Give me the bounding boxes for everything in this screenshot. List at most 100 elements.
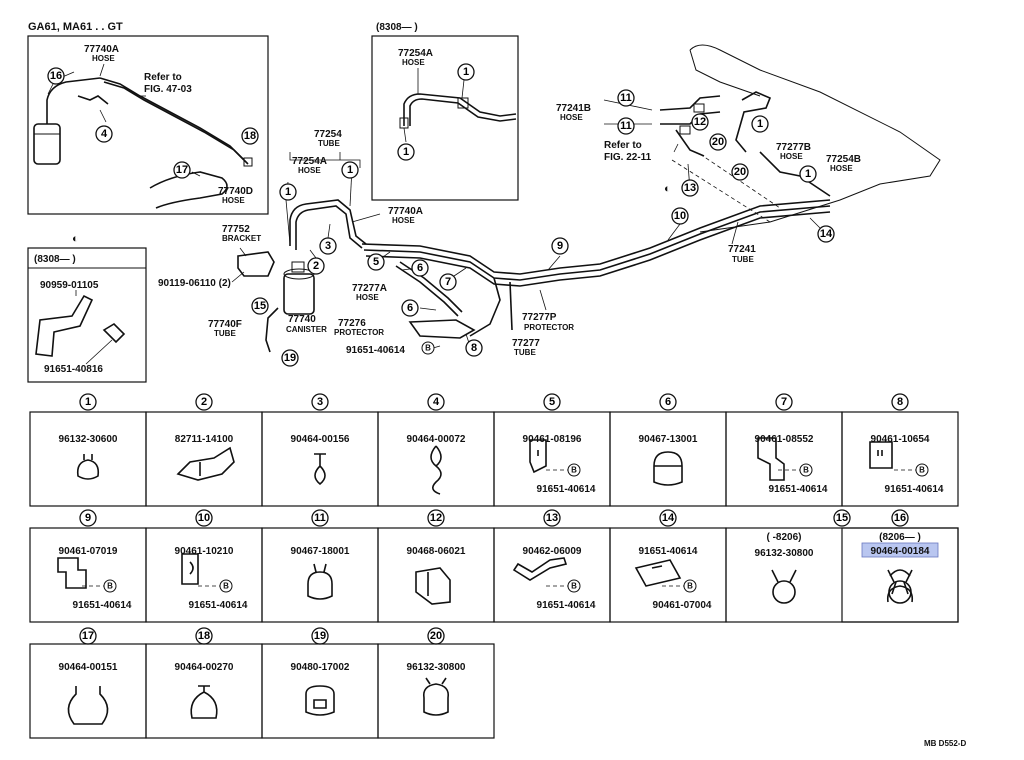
part-3-icon (314, 453, 326, 486)
part-code[interactable]: 96132-30800 (407, 662, 466, 673)
part-code[interactable]: 82711-14100 (175, 434, 234, 445)
part-number-badge: 7 (775, 393, 793, 411)
part-code[interactable]: 90467-13001 (639, 434, 698, 445)
part-number: 13 (546, 512, 558, 524)
part-code[interactable]: 91651-40614 (189, 600, 248, 611)
callout-6-a: 6 (411, 259, 429, 277)
part-cell-frame (841, 411, 959, 507)
part-5-icon (529, 439, 547, 474)
fig-47-03-label: FIG. 47-03 (144, 84, 192, 95)
callout-1-inset-top: 1 (457, 63, 475, 81)
callout-9: 9 (551, 237, 569, 255)
part-code[interactable]: 90464-00270 (175, 662, 234, 673)
part-code[interactable]: 90464-00151 (59, 662, 118, 673)
part-cell-18: 18 90464-00270 (145, 627, 263, 739)
part-12-icon (415, 567, 451, 605)
part-code[interactable]: 90461-07019 (59, 546, 118, 557)
callout-4: 4 (95, 125, 113, 143)
callout-6-b: 6 (401, 299, 419, 317)
svg-text:19: 19 (284, 352, 296, 364)
inset-ga61-drawing (33, 63, 253, 209)
svg-text:3: 3 (325, 240, 331, 252)
svg-text:12: 12 (694, 116, 706, 128)
callout-77254A-top: 77254A (398, 48, 433, 59)
part-code[interactable]: 91651-40614 (73, 600, 132, 611)
part-code: 96132-30800 (755, 548, 814, 559)
part-20-icon (422, 677, 450, 716)
svg-text:1: 1 (463, 66, 469, 78)
part-code[interactable]: 91651-40614 (639, 546, 698, 557)
callout-hose-e: HOSE (392, 216, 415, 225)
callout-20-b: 20 (731, 163, 749, 181)
part-number: 15 (836, 512, 848, 524)
diagram-code: MB D552-D (924, 739, 966, 748)
svg-text:4: 4 (101, 128, 108, 140)
part-code[interactable]: 90480-17002 (291, 662, 350, 673)
callout-10: 10 (671, 207, 689, 225)
part-number-badge: 11 (311, 509, 329, 527)
part-code[interactable]: 90467-18001 (291, 546, 350, 557)
part-10-icon (181, 553, 199, 585)
part-number: 9 (85, 512, 91, 524)
main-assembly-drawing (231, 44, 941, 353)
part-code[interactable]: 90461-07004 (653, 600, 712, 611)
callout-5: 5 (367, 253, 385, 271)
refer-to-47-label: Refer to (144, 72, 182, 83)
part-code[interactable]: 91651-40614 (537, 600, 596, 611)
callout-19: 19 (281, 349, 299, 367)
callout-16: 16 (47, 67, 65, 85)
svg-text:1: 1 (757, 118, 763, 130)
part-number: 14 (662, 512, 675, 524)
part-number-badge: 2 (195, 393, 213, 411)
svg-text:11: 11 (620, 120, 632, 132)
callout-1-d: 1 (799, 165, 817, 183)
part-number: 16 (894, 512, 906, 524)
callout-hose-a: HOSE (92, 54, 115, 63)
svg-text:6: 6 (407, 302, 413, 314)
svg-text:1: 1 (403, 146, 409, 158)
callout-hose-h: HOSE (780, 152, 803, 161)
part-code[interactable]: 90462-06009 (523, 546, 582, 557)
part-date-range: (8206— ) (879, 532, 921, 543)
part-code[interactable]: 90464-00156 (291, 434, 350, 445)
callout-77740F: 77740F (208, 319, 242, 330)
part-code[interactable]: 96132-30600 (59, 434, 118, 445)
part-code[interactable]: 90461-10210 (175, 546, 234, 557)
part-code[interactable]: 90461-08196 (523, 434, 582, 445)
callout-77241: 77241 (728, 244, 756, 255)
callout-77277: 77277 (512, 338, 540, 349)
part-code-highlighted[interactable]: 90464-00184 (871, 546, 930, 557)
inset-8308-top-box (371, 35, 519, 201)
part-code[interactable]: 90468-06021 (407, 546, 466, 557)
part-13-icon (512, 557, 568, 581)
part-code[interactable]: 91651-40614 (885, 484, 944, 495)
part-cell-frame (377, 643, 495, 739)
part-code[interactable]: 90464-00072 (407, 434, 466, 445)
callout-90119: 90119-06110 (2) (158, 278, 231, 289)
part-number-badge: 16 (891, 509, 909, 527)
callout-tube-c: TUBE (732, 255, 754, 264)
callout-77740A-top: 77740A (84, 44, 119, 55)
inset-bracket-drawing (35, 290, 126, 365)
part-code[interactable]: 90461-10654 (871, 434, 930, 445)
part-number-badge: 5 (543, 393, 561, 411)
callout-3: 3 (319, 237, 337, 255)
part-cell-20: 20 96132-30800 (377, 627, 495, 739)
callout-1-inset-bottom: 1 (397, 143, 415, 161)
part-code[interactable]: 91651-40614 (537, 484, 596, 495)
callout-12: 12 (691, 113, 709, 131)
svg-text:13: 13 (684, 182, 696, 194)
part-number-badge: 18 (195, 627, 213, 645)
part-code[interactable]: 91651-40614 (769, 484, 828, 495)
svg-text:17: 17 (176, 164, 188, 176)
parts-grid: 196132-30600282711-14100390464-001564904… (29, 393, 959, 739)
svg-text:11: 11 (620, 92, 632, 104)
part-number-badge: 20 (427, 627, 445, 645)
part-code[interactable]: 90461-08552 (755, 434, 814, 445)
part-1-icon (76, 454, 100, 480)
part-number: 20 (430, 630, 442, 642)
